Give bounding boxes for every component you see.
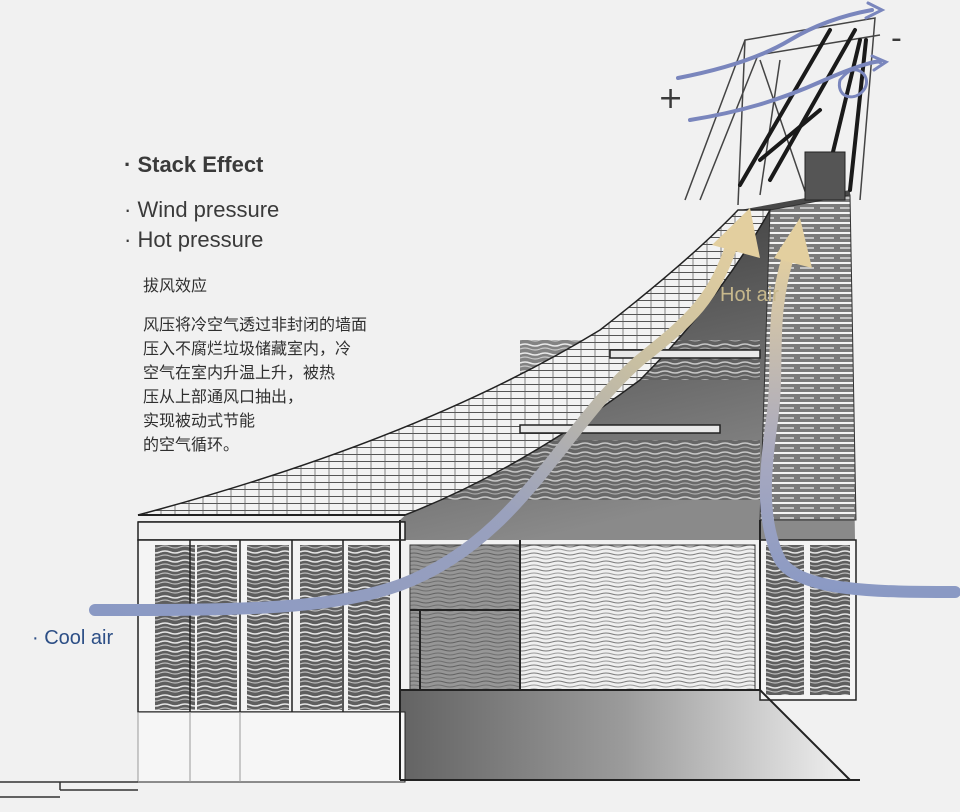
airflow-left <box>89 208 760 616</box>
chimney <box>804 151 846 201</box>
positive-pressure-symbol: + <box>658 81 684 116</box>
eave-beams <box>137 349 761 541</box>
airflow-right <box>759 218 960 598</box>
description-line: 压入不腐烂垃圾储藏室内，冷 <box>143 339 352 358</box>
description-line: 实现被动式节能 <box>143 411 256 430</box>
ground <box>0 781 138 798</box>
structure-posts <box>399 520 860 781</box>
wind-pressure-label: · Wind pressure <box>124 197 280 222</box>
lower-woven-wall <box>409 544 756 691</box>
hot-air-label: Hot air <box>720 284 779 306</box>
roof-vent-blades <box>738 28 868 192</box>
stack-effect-title: · Stack Effect <box>124 152 264 177</box>
description-line: 压从上部通风口抽出， <box>143 387 304 406</box>
wind-arrows <box>676 1 890 122</box>
cool-air-label: · Cool air <box>32 627 114 649</box>
chinese-heading: 拔风效应 <box>143 276 208 295</box>
right-wall <box>759 539 857 701</box>
chinese-description: 风压将冷空气透过非封闭的墙面 压入不腐烂垃圾储藏室内，冷 空气在室内升温上升，被… <box>143 313 443 457</box>
left-wall <box>137 539 406 783</box>
description-line: 空气在室内升温上升，被热 <box>143 363 336 382</box>
description-line: 风压将冷空气透过非封闭的墙面 <box>143 315 368 334</box>
description-line: 的空气循环。 <box>143 435 240 454</box>
negative-pressure-symbol: - <box>891 21 902 56</box>
hot-pressure-label: · Hot pressure <box>124 227 264 252</box>
